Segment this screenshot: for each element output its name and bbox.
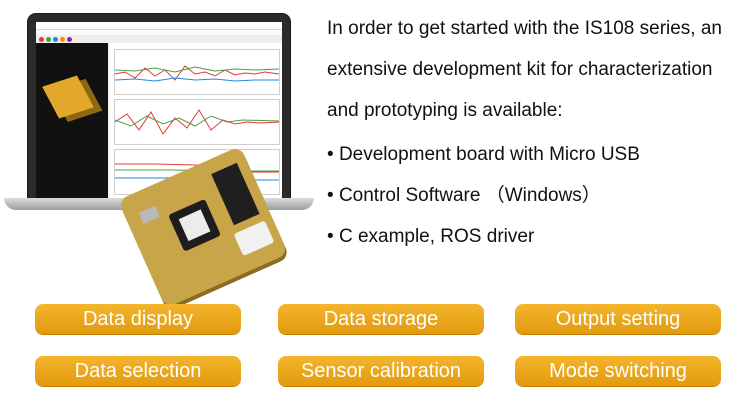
intro-line: In order to get started with the IS108 s… <box>327 18 723 39</box>
pin-header <box>211 162 260 226</box>
intro-line: extensive development kit for characteri… <box>327 59 713 80</box>
list-item: C example, ROS driver <box>327 216 747 257</box>
feature-sensor-calibration: Sensor calibration <box>278 356 484 386</box>
intro-paragraph: In order to get started with the IS108 s… <box>327 8 747 131</box>
plot-panel <box>114 49 280 95</box>
3d-orientation-view <box>36 43 108 198</box>
feature-data-selection: Data selection <box>35 356 241 386</box>
micro-usb-port <box>138 205 161 224</box>
sensor-3d-model-icon <box>42 75 94 119</box>
dev-kit-illustration <box>0 0 320 309</box>
feature-data-display: Data display <box>35 304 241 334</box>
intro-line: and prototyping is available: <box>327 100 563 121</box>
sensor-chip <box>168 198 221 252</box>
feature-output-setting: Output setting <box>515 304 721 334</box>
plot-panel <box>114 99 280 145</box>
connector <box>233 220 275 257</box>
feature-data-storage: Data storage <box>278 304 484 334</box>
feature-mode-switching: Mode switching <box>515 356 721 386</box>
list-item: Control Software （Windows） <box>327 175 747 216</box>
kit-contents-list: Development board with Micro USB Control… <box>327 134 747 257</box>
list-item: Development board with Micro USB <box>327 134 747 175</box>
